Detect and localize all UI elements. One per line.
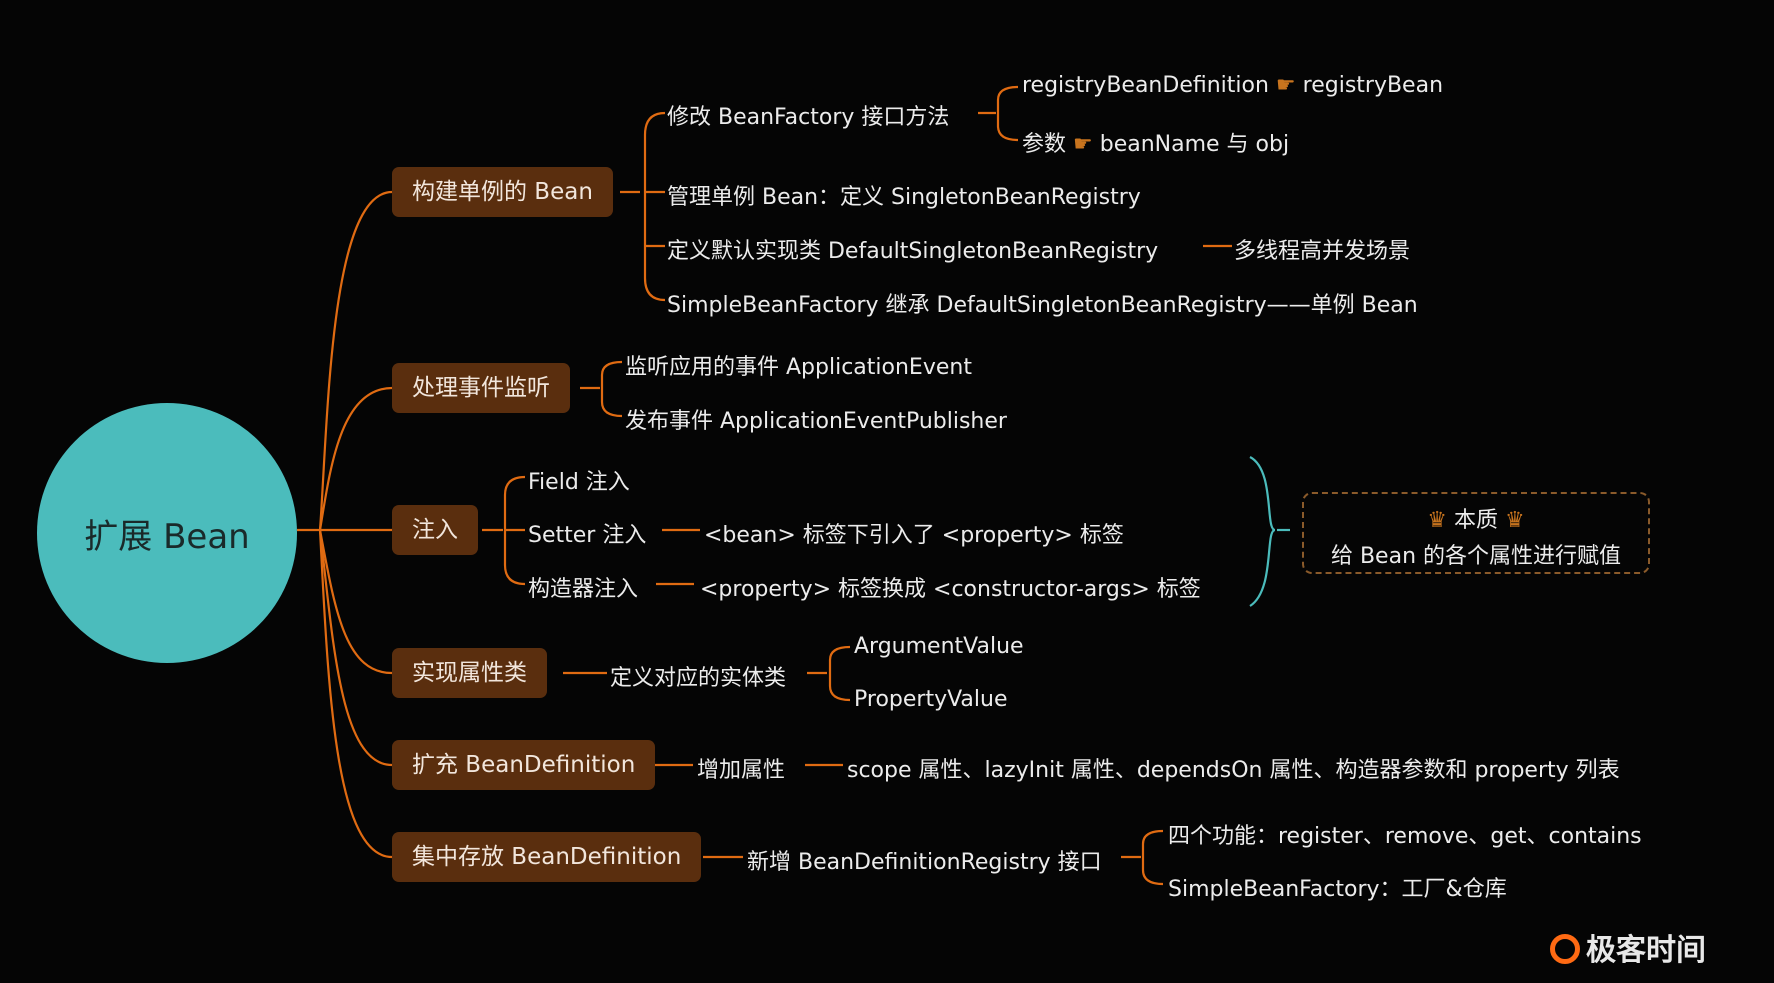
b5-attribute-list: scope 属性、lazyInit 属性、dependsOn 属性、构造器参数和… (847, 758, 1620, 783)
b1-concurrency: 多线程高并发场景 (1234, 239, 1411, 264)
summary-text: 给 Bean 的各个属性进行赋值 (1330, 544, 1622, 569)
b1-param-label: 参数 (1022, 132, 1067, 157)
b3-setter-injection: Setter 注入 (528, 523, 647, 548)
b6-registry-interface: 新增 BeanDefinitionRegistry 接口 (747, 850, 1102, 875)
b3-constructor-detail: <property> 标签换成 <constructor-args> 标签 (700, 577, 1201, 602)
root-node: 扩展 Bean (37, 403, 297, 663)
branch-store-beandefinition: 集中存放 BeanDefinition (392, 832, 702, 882)
b1-param-row: 参数 ☛ beanName 与 obj (1022, 126, 1289, 158)
b4-argument-value: ArgumentValue (854, 634, 1024, 659)
b1-registry-old: registryBeanDefinition (1022, 73, 1269, 98)
geektime-logo-icon (1550, 934, 1580, 964)
b6-bracket (1141, 829, 1164, 886)
summary-title-row: ♛ 本质 ♛ (1304, 502, 1648, 534)
branch-property-classes: 实现属性类 (392, 648, 547, 698)
b1-param-value: beanName 与 obj (1099, 132, 1290, 157)
b4-entity-classes: 定义对应的实体类 (610, 666, 787, 691)
branch-label: 构建单例的 Bean (412, 179, 593, 205)
branch-build-singleton: 构建单例的 Bean (392, 167, 613, 217)
trophy-icon: ♛ (1505, 508, 1525, 533)
hand-pointer-icon: ☛ (1073, 132, 1100, 157)
branch-extend-beandefinition: 扩充 BeanDefinition (392, 740, 656, 790)
b1-bracket (643, 111, 666, 302)
b4-bracket (828, 645, 851, 702)
geektime-logo: 极客时间 (1550, 925, 1706, 969)
branch-injection: 注入 (392, 505, 478, 555)
logo-text: 极客时间 (1586, 933, 1706, 968)
trophy-icon: ♛ (1427, 508, 1447, 533)
b6-factory-warehouse: SimpleBeanFactory：工厂&仓库 (1168, 877, 1507, 902)
b1-l1-bracket (996, 85, 1019, 142)
b6-four-functions: 四个功能：register、remove、get、contains (1168, 824, 1642, 849)
b5-add-attributes: 增加属性 (697, 758, 786, 783)
edge-b2 (318, 386, 393, 531)
b2-listen-event: 监听应用的事件 ApplicationEvent (625, 355, 972, 380)
branch-label: 处理事件监听 (412, 375, 550, 401)
b3-constructor-injection: 构造器注入 (528, 577, 639, 602)
branch-event-listening: 处理事件监听 (392, 363, 570, 413)
edge-b4 (318, 529, 393, 675)
root-label: 扩展 Bean (84, 516, 250, 557)
b1-registry-new: registryBean (1302, 73, 1444, 98)
b1-simple-factory: SimpleBeanFactory 继承 DefaultSingletonBea… (667, 293, 1418, 318)
b4-property-value: PropertyValue (854, 687, 1008, 712)
b3-field-injection: Field 注入 (528, 470, 630, 495)
summary-brace (1249, 456, 1276, 607)
b2-bracket (600, 360, 623, 418)
hand-pointer-icon: ☛ (1275, 73, 1303, 98)
summary-title: 本质 (1453, 508, 1498, 533)
summary-box: ♛ 本质 ♛ 给 Bean 的各个属性进行赋值 (1302, 492, 1650, 574)
b1-manage-singleton: 管理单例 Bean：定义 SingletonBeanRegistry (667, 185, 1141, 210)
branch-label: 集中存放 BeanDefinition (412, 844, 682, 870)
b2-publish-event: 发布事件 ApplicationEventPublisher (625, 409, 1007, 434)
branch-label: 注入 (412, 517, 458, 543)
b1-registry-row: registryBeanDefinition ☛ registryBean (1022, 73, 1443, 98)
edge-b5 (318, 529, 393, 767)
branch-label: 扩充 BeanDefinition (412, 752, 636, 778)
b1-default-impl: 定义默认实现类 DefaultSingletonBeanRegistry (667, 239, 1159, 264)
branch-label: 实现属性类 (412, 660, 527, 686)
b3-setter-detail: <bean> 标签下引入了 <property> 标签 (704, 523, 1124, 548)
edge-b1 (318, 190, 393, 531)
b1-modify-interface: 修改 BeanFactory 接口方法 (667, 105, 950, 130)
edge-b6 (318, 529, 393, 859)
